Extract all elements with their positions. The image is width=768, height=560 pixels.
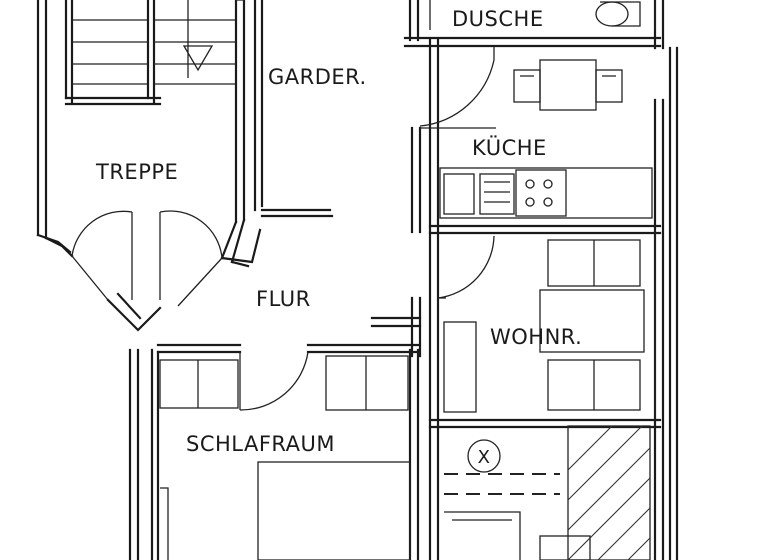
label-kueche: KÜCHE xyxy=(472,135,547,160)
label-garderobe: GARDER. xyxy=(268,65,367,89)
room-labels: DUSCHE GARDER. KÜCHE TREPPE FLUR WOHNR. … xyxy=(95,7,582,456)
kitchen-furniture xyxy=(439,59,653,219)
label-schlafraum: SCHLAFRAUM xyxy=(186,432,335,456)
label-wohnraum: WOHNR. xyxy=(490,325,582,349)
staircase xyxy=(64,0,244,106)
label-flur: FLUR xyxy=(256,287,311,311)
label-dusche: DUSCHE xyxy=(452,7,544,31)
doors xyxy=(71,46,496,411)
hatched-area xyxy=(444,425,651,560)
living-furniture xyxy=(443,230,656,420)
bedroom-furniture xyxy=(159,355,411,560)
fixture-circle: X xyxy=(467,439,501,473)
label-treppe: TREPPE xyxy=(95,160,178,184)
fixture-mark: X xyxy=(478,447,491,468)
shower-room xyxy=(429,0,656,30)
